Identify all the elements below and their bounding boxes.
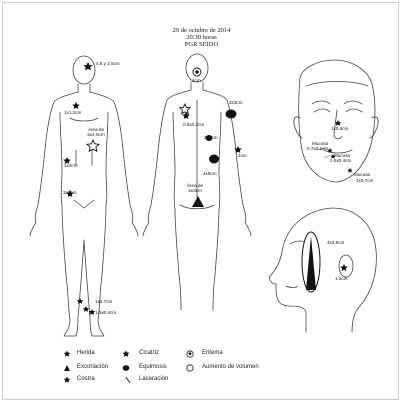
back-label-low: 4x5cm [203,171,217,176]
equimosis-icon [122,364,130,372]
cicatriz-icon [122,350,130,358]
legend-label-cicatriz: Cicatriz [139,350,159,357]
front-label-head: 4.5 y 2.5cm [96,61,120,66]
side-label-oval: 4x3.5cm [327,240,344,245]
excoriacion-icon [63,364,71,372]
front-marker-neck [72,102,80,109]
front-label-abdomen: 1x4cm [64,163,78,168]
front-label-leg1: 1x0.7cm [95,299,112,304]
back-label-upper-right: 3x3cm [229,100,243,105]
side-label-ear: 1.2cm [335,276,348,281]
front-marker-leg2 [83,306,89,312]
back-label-area-b: 4x3cm [178,188,212,193]
face-label-cheek: 1x0.4cm [331,126,348,131]
legend-label-excoriacion: Excoriación [77,364,108,371]
face-label-lip2-b: 1.5x0.4cm [330,158,351,163]
face-label-lip1-b: 0.7x0.5cm [307,146,328,151]
back-marker-head-dot [195,70,198,73]
back-marker-upper-right [226,110,237,119]
front-label-neck: 1x1.2cm [64,110,81,115]
side-head-figure [269,208,376,332]
back-body-figure [143,54,251,310]
front-body-figure [30,56,138,336]
legend-label-herida: Herida [77,350,95,357]
aumento-icon [186,364,194,372]
legend-label-laceracion: Laceración [139,376,168,383]
back-label-mid: 3x3cm [204,135,218,140]
herida-icon [63,350,71,358]
legend-label-costra: Costra [77,376,95,383]
legend-label-eritema: Eritema [202,350,223,357]
back-label-head: 1cm [192,78,201,83]
back-label-shoulder: 0.8x0.2cm [183,122,204,127]
eritema-icon [186,350,194,358]
back-marker-shoulder-star [180,104,190,114]
front-label-leg2: 1.5x0.4cm [95,310,116,315]
face-label-chin-b: 1x0.7cm [356,178,373,183]
legend-label-equimosis: Equimosis [139,364,167,371]
front-label-chest-b: 6x4.5cm [78,132,114,137]
back-marker-triangle [192,196,204,207]
back-marker-low [209,155,219,164]
front-marker-leg1 [77,298,83,304]
side-marker-ear-star [340,264,348,271]
laceracion-icon [124,376,132,384]
front-marker-forehead [83,62,92,71]
leader-lines [92,64,330,158]
front-label-hip: 3x1cm [63,190,77,195]
front-marker-chest-star [87,140,99,151]
legend-label-aumento: Aumento de volumen [202,364,259,371]
face-figure [294,60,378,182]
face-marker-chin [347,168,352,173]
back-label-right: 2cm [238,153,247,158]
face-label-chin-a: Mucosa [354,172,370,177]
costra-icon [63,376,71,384]
